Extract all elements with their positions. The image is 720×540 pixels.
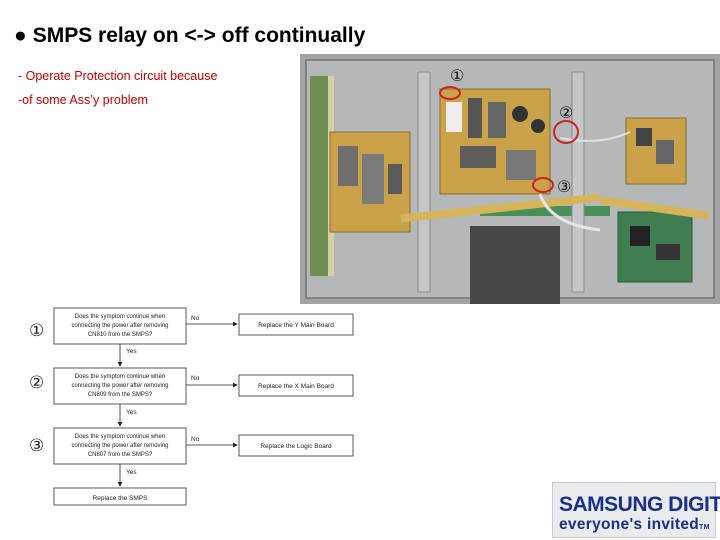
step-3-question-box — [53, 427, 187, 465]
photo-marker-2: ② — [559, 105, 573, 122]
step-2-q2: connecting the power after removing — [71, 383, 168, 389]
step-2-question-box — [53, 367, 187, 405]
slide-title: ●SMPS relay on <-> off continually — [14, 24, 365, 48]
logo-brand: SAMSUNG DIGITall — [559, 493, 720, 517]
step-1-yes: Yes — [126, 348, 137, 355]
step-1-action-box — [238, 313, 354, 336]
step-3-yes: Yes — [126, 469, 137, 476]
title-text: SMPS relay on <-> off continually — [32, 24, 366, 47]
step-1-q2: connecting the power after removing — [71, 323, 168, 329]
logo-brand-main: SAMSUNG DIGIT — [559, 493, 720, 516]
step-2-yes: Yes — [126, 409, 137, 416]
step-1-q3: CN810 from the SMPS? — [88, 332, 153, 338]
step-1-question-box — [53, 307, 187, 345]
step-2-q1: Does the symptom continue when — [75, 374, 165, 380]
step-2-q3: CN809 from the SMPS? — [88, 392, 153, 398]
step-1-q1: Does the symptom continue when — [75, 314, 165, 320]
step-2-action: Replace the X Main Board — [258, 383, 334, 390]
step-3-action: Replace the Logic Board — [260, 443, 332, 450]
photo-marker-3: ③ — [557, 179, 571, 196]
samsung-logo: SAMSUNG DIGITall everyone's invitedTM — [552, 482, 720, 538]
tv-back-photo: ① ② ③ — [300, 54, 720, 304]
step-1-no: No — [191, 315, 200, 322]
note-line-2: -of some Ass’y problem — [18, 93, 148, 107]
step-3-q2: connecting the power after removing — [71, 443, 168, 449]
step-2-action-box — [238, 374, 354, 397]
step-1-number: ① — [29, 321, 44, 340]
step-2-no: No — [191, 375, 200, 382]
logo-tagline: everyone's invitedTM — [559, 516, 710, 534]
logo-tagline-text: everyone's invited — [559, 516, 700, 533]
logo-tm: TM — [699, 524, 710, 531]
step-3-action-box — [238, 434, 354, 457]
step-3-q3: CN807 from the SMPS? — [88, 452, 153, 458]
note-line-1: - Operate Protection circuit because — [18, 69, 218, 83]
step-1-action: Replace the Y Main Board — [258, 322, 334, 329]
step-2-number: ② — [29, 373, 44, 392]
diagnosis-flowchart: ① Does the symptom continue when connect… — [25, 306, 361, 514]
final-action: Replace the SMPS — [93, 495, 149, 502]
final-action-box — [53, 487, 187, 506]
photo-marker-1: ① — [450, 68, 464, 85]
title-bullet: ● — [14, 24, 27, 47]
step-3-no: No — [191, 436, 200, 443]
step-3-q1: Does the symptom continue when — [75, 434, 165, 440]
step-3-number: ③ — [29, 436, 44, 455]
